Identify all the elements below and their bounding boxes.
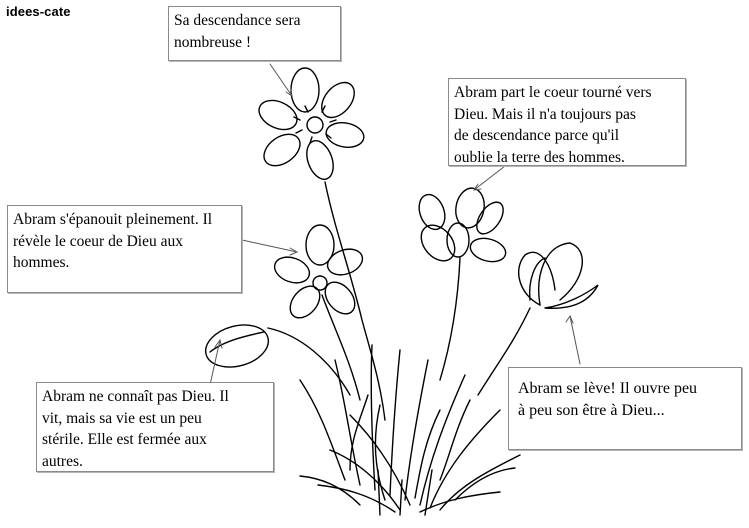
brand-label: idees-cate xyxy=(6,4,71,19)
half-open-flower-icon xyxy=(418,187,507,263)
closed-bud-icon xyxy=(204,324,270,368)
note-coeur-tourne: Abram part le coeur tourné vers Dieu. Ma… xyxy=(448,78,686,166)
note-leve: Abram se lève! Il ouvre peu à peu son êt… xyxy=(508,367,742,450)
tulip-bud-icon xyxy=(517,242,599,309)
note-descendance: Sa descendance sera nombreuse ! xyxy=(168,6,341,61)
five-petal-flower-icon xyxy=(273,224,364,319)
open-flower-icon xyxy=(258,67,365,180)
note-fermee: Abram ne connaît pas Dieu. Il vit, mais … xyxy=(36,382,274,472)
grass-tuft-icon xyxy=(299,344,521,516)
note-epanouit: Abram s'épanouit pleinement. Il révèle l… xyxy=(7,205,242,293)
